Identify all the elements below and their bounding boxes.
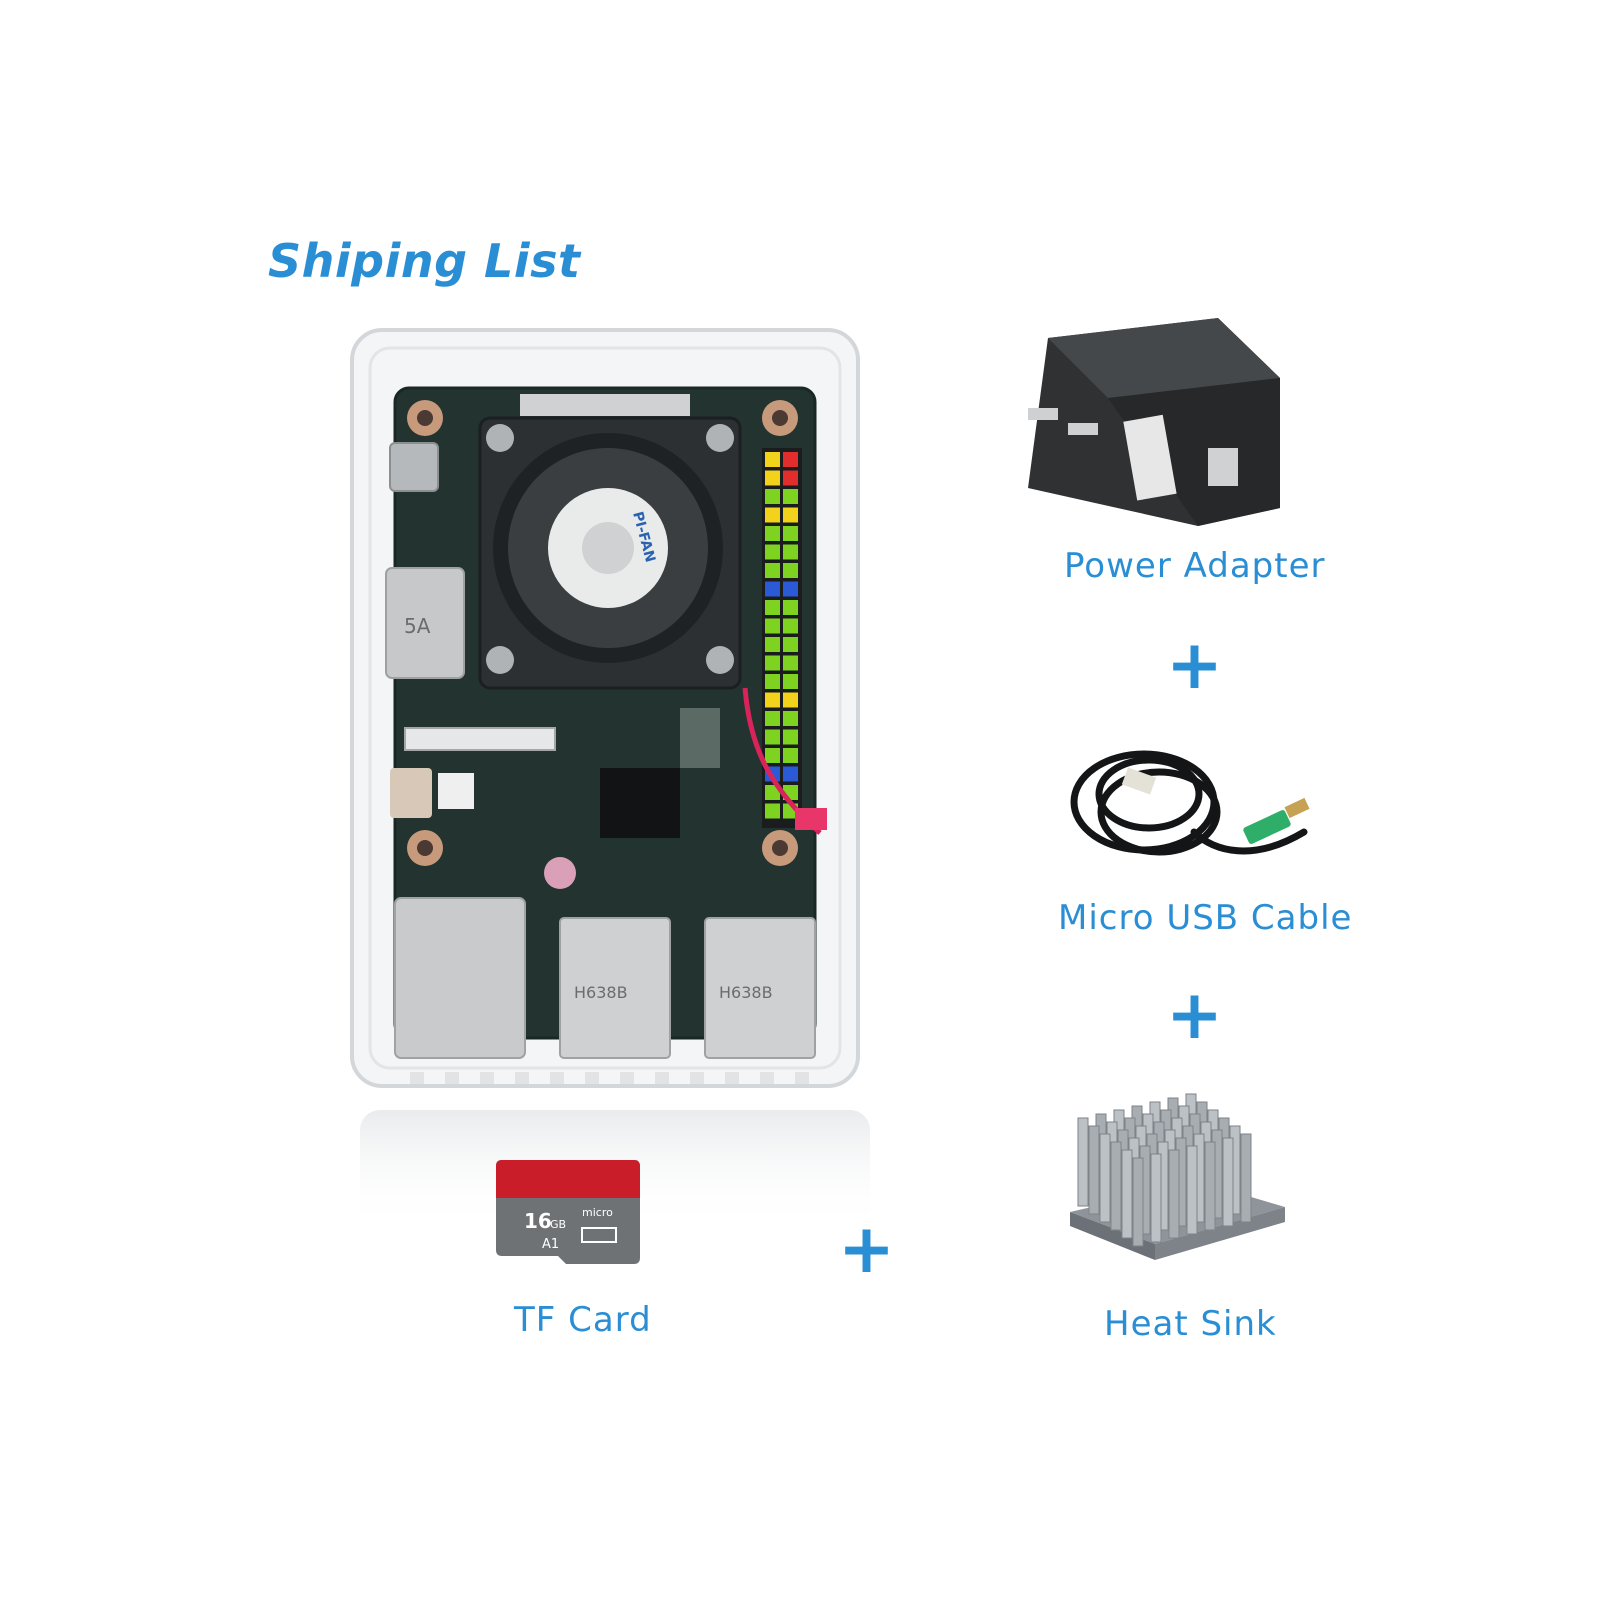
plus-icon-2: + (1166, 976, 1223, 1055)
usb-port-label-1: H638B (574, 983, 628, 1002)
plus-icon-1: + (1166, 626, 1223, 705)
plus-icon-3: + (838, 1210, 895, 1289)
heat-sink-label: Heat Sink (1104, 1304, 1277, 1344)
sd-brand: micro (582, 1206, 613, 1219)
sd-class: A1 (542, 1237, 559, 1252)
sd-capacity: 16 (524, 1209, 552, 1233)
board-in-case-image: 5A PI-FAN H638B (350, 328, 880, 1128)
sd-unit: GB (550, 1218, 566, 1231)
power-adapter-image (1018, 318, 1288, 528)
tf-card-label: TF Card (514, 1300, 652, 1340)
hdmi-label: 5A (404, 614, 431, 638)
tf-card-image: 16 GB micro A1 (496, 1160, 640, 1264)
usb-port-label-2: H638B (719, 983, 773, 1002)
page-title: Shiping List (268, 234, 581, 288)
micro-usb-cable-label: Micro USB Cable (1058, 898, 1353, 938)
micro-usb-cable-image (1064, 732, 1324, 892)
heat-sink-image (1070, 1092, 1290, 1262)
power-adapter-label: Power Adapter (1064, 546, 1326, 586)
